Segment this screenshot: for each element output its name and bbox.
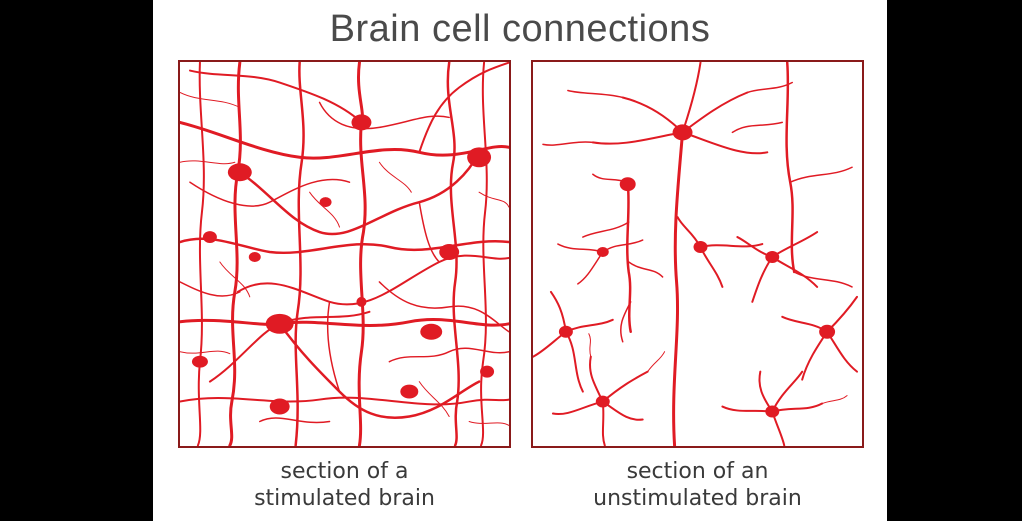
caption-line-1: section of a [178,458,511,485]
diagram-title: Brain cell connections [153,8,887,51]
unstimulated-brain-caption: section of an unstimulated brain [531,458,864,512]
caption-line-2: stimulated brain [178,485,511,512]
unstimulated-neuron-network [533,62,862,446]
caption-line-2: unstimulated brain [531,485,864,512]
stimulated-neuron-network [180,62,509,446]
stimulated-brain-caption: section of a stimulated brain [178,458,511,512]
stimulated-brain-panel [178,60,511,448]
caption-line-1: section of an [531,458,864,485]
unstimulated-brain-panel [531,60,864,448]
diagram-card: Brain cell connections [153,0,887,521]
